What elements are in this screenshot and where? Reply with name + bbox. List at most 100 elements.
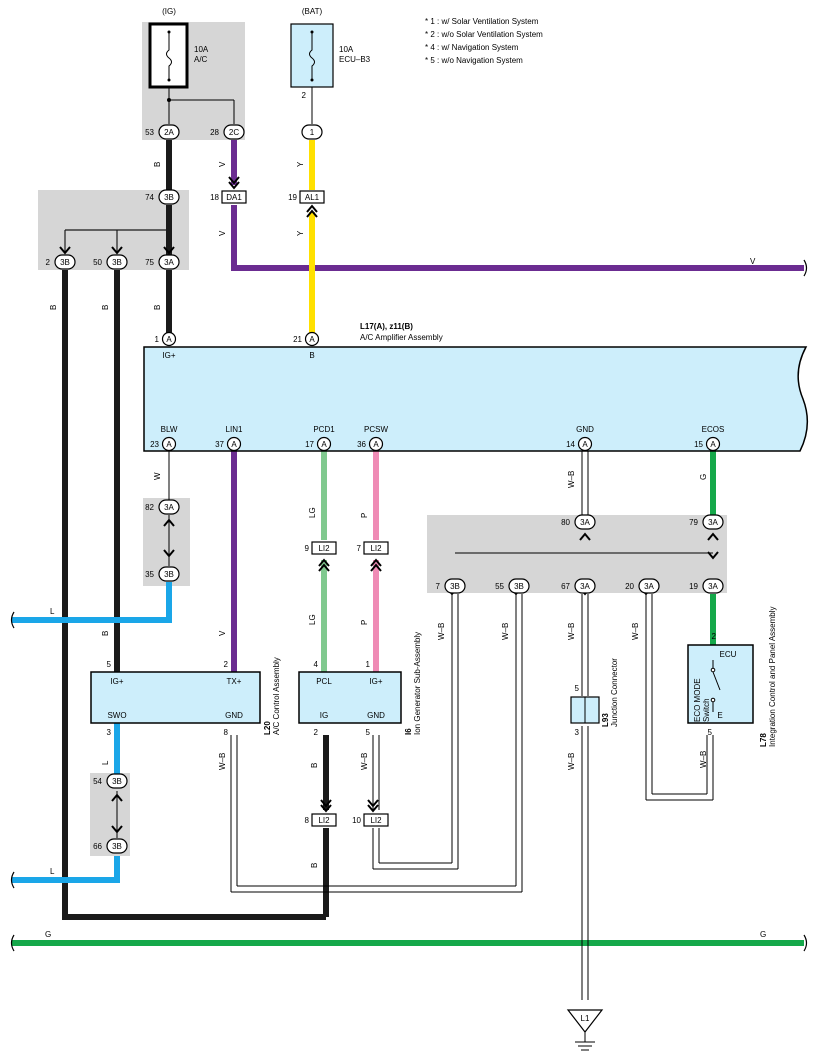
svg-text:P: P	[360, 620, 369, 625]
svg-text:LI2: LI2	[370, 816, 382, 825]
notes: * 1 : w/ Solar Ventilation System * 2 : …	[425, 17, 543, 65]
svg-text:21: 21	[293, 335, 302, 344]
svg-text:B: B	[101, 631, 110, 636]
svg-text:V: V	[218, 230, 227, 236]
svg-text:Ion Generator Sub-Assembly: Ion Generator Sub-Assembly	[413, 632, 422, 735]
svg-text:A: A	[166, 335, 172, 344]
svg-text:B: B	[49, 305, 58, 310]
svg-text:A: A	[710, 440, 716, 449]
svg-text:B: B	[153, 305, 162, 310]
svg-text:A: A	[321, 440, 327, 449]
svg-text:36: 36	[357, 440, 366, 449]
svg-text:(IG): (IG)	[162, 7, 176, 16]
svg-text:23: 23	[150, 440, 159, 449]
svg-text:80: 80	[561, 518, 570, 527]
svg-text:W–B: W–B	[360, 753, 369, 770]
svg-text:B: B	[153, 162, 162, 167]
svg-text:L78: L78	[759, 733, 768, 747]
svg-text:B: B	[309, 351, 314, 360]
wire-color-labels: B V Y V Y V B B B W W–B G LG P L B V LG …	[45, 161, 766, 939]
svg-text:20: 20	[625, 582, 634, 591]
fuse-bat: (BAT) 10A ECU–B3 2	[290, 7, 371, 124]
svg-text:4: 4	[314, 660, 319, 669]
svg-text:50: 50	[93, 258, 102, 267]
fuse-ig: (IG) 10A A/C	[148, 7, 235, 124]
svg-text:GND: GND	[367, 711, 385, 720]
svg-text:5: 5	[708, 728, 713, 737]
svg-text:A: A	[231, 440, 237, 449]
svg-text:7: 7	[436, 582, 441, 591]
svg-text:Y: Y	[296, 230, 305, 236]
svg-text:54: 54	[93, 777, 102, 786]
svg-text:ECU: ECU	[720, 650, 737, 659]
svg-text:L1: L1	[581, 1014, 590, 1023]
wb-wires	[230, 450, 714, 1000]
svg-text:IG+: IG+	[110, 677, 123, 686]
svg-text:10A: 10A	[339, 45, 354, 54]
svg-text:3A: 3A	[708, 582, 718, 591]
connector-3b-50: 3B 50	[93, 254, 128, 270]
svg-text:1: 1	[366, 660, 371, 669]
svg-text:5: 5	[107, 660, 112, 669]
svg-text:2: 2	[224, 660, 229, 669]
svg-text:35: 35	[145, 570, 154, 579]
svg-text:W–B: W–B	[218, 753, 227, 770]
svg-text:PCL: PCL	[316, 677, 332, 686]
svg-text:3B: 3B	[112, 258, 122, 267]
svg-text:PCD1: PCD1	[313, 425, 335, 434]
svg-text:Switch: Switch	[702, 698, 711, 722]
svg-text:1: 1	[155, 335, 160, 344]
svg-text:67: 67	[561, 582, 570, 591]
svg-text:3B: 3B	[164, 193, 174, 202]
junction-block-ground	[427, 515, 727, 593]
svg-text:W–B: W–B	[501, 623, 510, 640]
svg-text:(BAT): (BAT)	[302, 7, 323, 16]
svg-text:3B: 3B	[450, 582, 460, 591]
svg-text:66: 66	[93, 842, 102, 851]
svg-text:A: A	[373, 440, 379, 449]
amp-pin-1: A1	[155, 331, 177, 347]
svg-text:ECO MODE: ECO MODE	[693, 678, 702, 722]
svg-text:V: V	[218, 630, 227, 636]
amp-pin-36: A 36	[357, 436, 384, 452]
svg-text:3B: 3B	[164, 570, 174, 579]
svg-text:37: 37	[215, 440, 224, 449]
svg-text:SWO: SWO	[107, 711, 126, 720]
svg-text:8: 8	[224, 728, 229, 737]
svg-text:L93: L93	[601, 713, 610, 727]
svg-text:5: 5	[366, 728, 371, 737]
svg-text:A/C: A/C	[194, 55, 208, 64]
svg-text:A/C Control Assembly: A/C Control Assembly	[272, 657, 281, 735]
svg-text:B: B	[101, 305, 110, 310]
svg-text:IG+: IG+	[369, 677, 382, 686]
svg-text:TX+: TX+	[227, 677, 242, 686]
svg-text:9: 9	[305, 544, 310, 553]
svg-text:17: 17	[305, 440, 314, 449]
chevrons	[59, 176, 719, 834]
svg-text:L20: L20	[263, 721, 272, 735]
svg-text:79: 79	[689, 518, 698, 527]
integration-panel: 2 5 ECU E ECO MODE Switch L78 Integratio…	[687, 606, 777, 747]
svg-text:B: B	[310, 763, 319, 768]
svg-text:3A: 3A	[164, 503, 174, 512]
svg-text:P: P	[360, 513, 369, 518]
ac-amplifier-assembly: L17(A), z11(B) A/C Amplifier Assembly IG…	[143, 322, 809, 452]
svg-text:2: 2	[712, 632, 717, 641]
svg-text:LG: LG	[308, 507, 317, 518]
svg-text:2: 2	[302, 91, 307, 100]
svg-text:28: 28	[210, 128, 219, 137]
note-2: * 2 : w/o Solar Ventilation System	[425, 30, 543, 39]
svg-text:G: G	[699, 474, 708, 480]
svg-text:19: 19	[689, 582, 698, 591]
